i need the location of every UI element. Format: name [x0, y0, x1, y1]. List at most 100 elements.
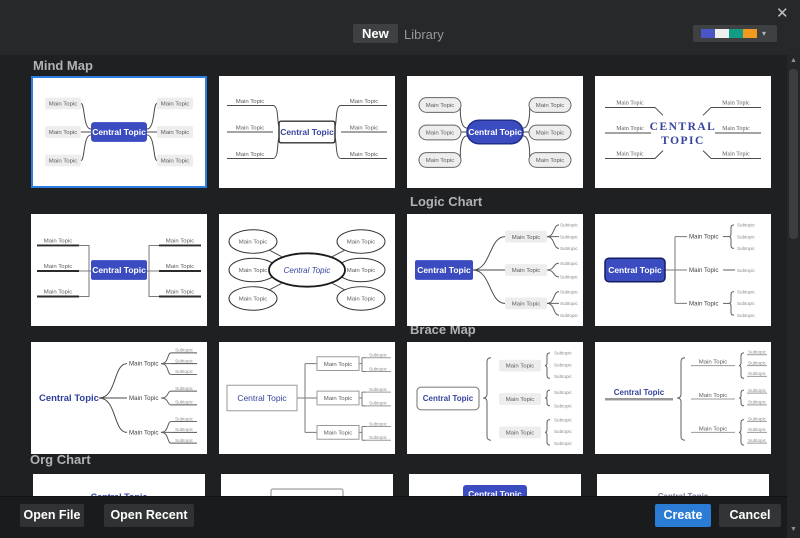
scrollbar-thumb[interactable]	[789, 69, 798, 239]
subtopic-label: Subtopic	[748, 416, 767, 421]
template-preview: Main Topic Main Topic Main Topic Subtopi…	[39, 348, 197, 444]
central-topic-shape	[604, 257, 666, 283]
color-swatch-white	[715, 29, 729, 38]
template-mindmap-elbow[interactable]: Main Topic Main Topic Main Topic Main To…	[31, 214, 207, 326]
template-preview: Main Topic Main Topic Main Topic Main To…	[605, 101, 761, 159]
template-preview: Main Topic Main Topic Main Topic Subtopi…	[605, 350, 767, 446]
main-topic-label: Main Topic	[426, 103, 455, 109]
color-swatch-blue	[701, 29, 715, 38]
main-topic-label: Main Topic	[689, 300, 718, 307]
template-mindmap-pills[interactable]: Main Topic Main Topic Main Topic Main To…	[407, 76, 583, 188]
color-swatch-orange	[743, 29, 757, 38]
main-topic-label: Main Topic	[129, 395, 158, 402]
template-brace-underline[interactable]: Main Topic Main Topic Main Topic Subtopi…	[595, 342, 771, 454]
section-title-org-chart: Org Chart	[30, 452, 91, 467]
template-logic-text[interactable]: Main Topic Main Topic Main Topic Subtopi…	[31, 342, 207, 454]
main-topic-label: Main Topic	[506, 364, 535, 370]
template-brace-boxes[interactable]: Main Topic Main Topic Main Topic Subtopi…	[407, 342, 583, 454]
subtopic-label: Subtopic	[554, 351, 573, 356]
template-preview: Main Topic Main Topic Main Topic Subtopi…	[415, 223, 579, 318]
close-icon[interactable]: ✕	[776, 5, 789, 22]
color-swatch-teal	[729, 29, 743, 38]
subtopic-label: Subtopic	[369, 353, 388, 358]
main-topic-label: Main Topic	[722, 126, 750, 132]
tab-new[interactable]: New	[353, 24, 398, 43]
scroll-down-icon[interactable]: ▼	[790, 526, 797, 533]
main-topic-label: Main Topic	[44, 239, 73, 245]
template-preview: Central Topic	[658, 492, 709, 497]
tab-library[interactable]: Library	[404, 27, 444, 42]
template-logic-bracket[interactable]: Main Topic Main Topic Main Topic Subtopi…	[595, 214, 771, 326]
main-topic-label: Main Topic	[324, 431, 353, 437]
central-topic-shape	[463, 485, 527, 497]
main-topic-label: Main Topic	[536, 130, 565, 136]
template-org-1[interactable]: Central Topic	[33, 474, 205, 497]
template-mindmap-rounded-selected[interactable]: Main Topic Main Topic Main Topic Main To…	[31, 76, 207, 188]
connector-lines	[80, 103, 158, 161]
subtopic-label: Subtopic	[737, 301, 756, 306]
open-file-button[interactable]: Open File	[20, 504, 84, 527]
main-topic-label: Main Topic	[44, 290, 73, 296]
main-topic-label: Main Topic	[239, 268, 268, 274]
subtopic-label: Subtopic	[554, 404, 573, 409]
main-topic-label: Main Topic	[512, 268, 541, 274]
central-topic-label: Central Topic	[280, 127, 334, 137]
topic-shapes	[418, 97, 572, 168]
template-mindmap-ellipses[interactable]: Main Topic Main Topic Main Topic Main To…	[219, 214, 395, 326]
theme-color-picker[interactable]: ▾	[693, 25, 777, 42]
main-topic-label: Main Topic	[350, 99, 379, 105]
subtopic-label: Subtopic	[554, 390, 573, 395]
scroll-up-icon[interactable]: ▲	[790, 57, 797, 64]
cancel-button[interactable]: Cancel	[719, 504, 781, 527]
template-logic-boxes[interactable]: Main Topic Main Topic Main Topic Subtopi…	[219, 342, 395, 454]
topic-shapes	[228, 229, 386, 311]
subtopic-label: Subtopic	[748, 388, 767, 393]
subtopic-label: Subtopic	[560, 246, 579, 251]
main-topic-label: Main Topic	[347, 240, 376, 246]
main-topic-label: Main Topic	[350, 126, 379, 132]
subtopic-label: Subtopic	[554, 374, 573, 379]
main-topic-label: Main Topic	[722, 152, 750, 158]
main-topic-label: Main Topic	[239, 296, 268, 302]
central-topic-label-line1: CENTRAL	[650, 121, 717, 133]
connector-lines	[482, 352, 551, 446]
template-org-4[interactable]: Central Topic	[597, 474, 769, 497]
subtopic-label: Subtopic	[554, 417, 573, 422]
central-topic-label: Central Topic	[468, 489, 522, 497]
section-title-logic-chart: Logic Chart	[410, 194, 483, 209]
template-org-2[interactable]	[221, 474, 393, 497]
create-button[interactable]: Create	[655, 504, 711, 527]
open-recent-button[interactable]: Open Recent	[104, 504, 194, 527]
template-org-3[interactable]: Central Topic	[409, 474, 581, 497]
main-topic-label: Main Topic	[347, 296, 376, 302]
central-topic-label: Central Topic	[39, 392, 99, 403]
template-preview	[270, 488, 344, 497]
subtopic-label: Subtopic	[560, 234, 579, 239]
main-topic-label: Main Topic	[616, 126, 644, 132]
main-topic-label: Main Topic	[49, 130, 78, 136]
main-topic-label: Main Topic	[689, 267, 718, 274]
connector-lines	[37, 244, 201, 298]
main-topic-label: Main Topic	[616, 152, 644, 158]
central-topic-label: Central Topic	[92, 265, 146, 275]
main-topic-label: Main Topic	[506, 397, 535, 403]
main-topic-label: Main Topic	[699, 393, 728, 399]
template-preview: Central Topic	[463, 485, 527, 497]
template-logic-curved[interactable]: Main Topic Main Topic Main Topic Subtopi…	[407, 214, 583, 326]
topic-shapes	[416, 359, 541, 439]
main-topic-label: Main Topic	[426, 130, 455, 136]
subtopic-label: Subtopic	[748, 427, 767, 432]
scrollbar[interactable]: ▲ ▼	[787, 55, 800, 538]
central-topic-shape	[278, 120, 336, 144]
template-preview: Main Topic Main Topic Main Topic Subtopi…	[604, 223, 756, 318]
main-topic-label: Main Topic	[616, 101, 644, 107]
connector-lines	[605, 352, 767, 446]
subtopic-label: Subtopic	[554, 429, 573, 434]
subtopic-label: Subtopic	[737, 234, 756, 239]
template-mindmap-serif[interactable]: Main Topic Main Topic Main Topic Main To…	[595, 76, 771, 188]
main-topic-label: Main Topic	[161, 130, 190, 136]
main-topic-label: Main Topic	[536, 103, 565, 109]
template-mindmap-underline[interactable]: Main Topic Main Topic Main Topic Main To…	[219, 76, 395, 188]
connector-lines	[297, 357, 391, 441]
main-topic-label: Main Topic	[689, 234, 718, 241]
